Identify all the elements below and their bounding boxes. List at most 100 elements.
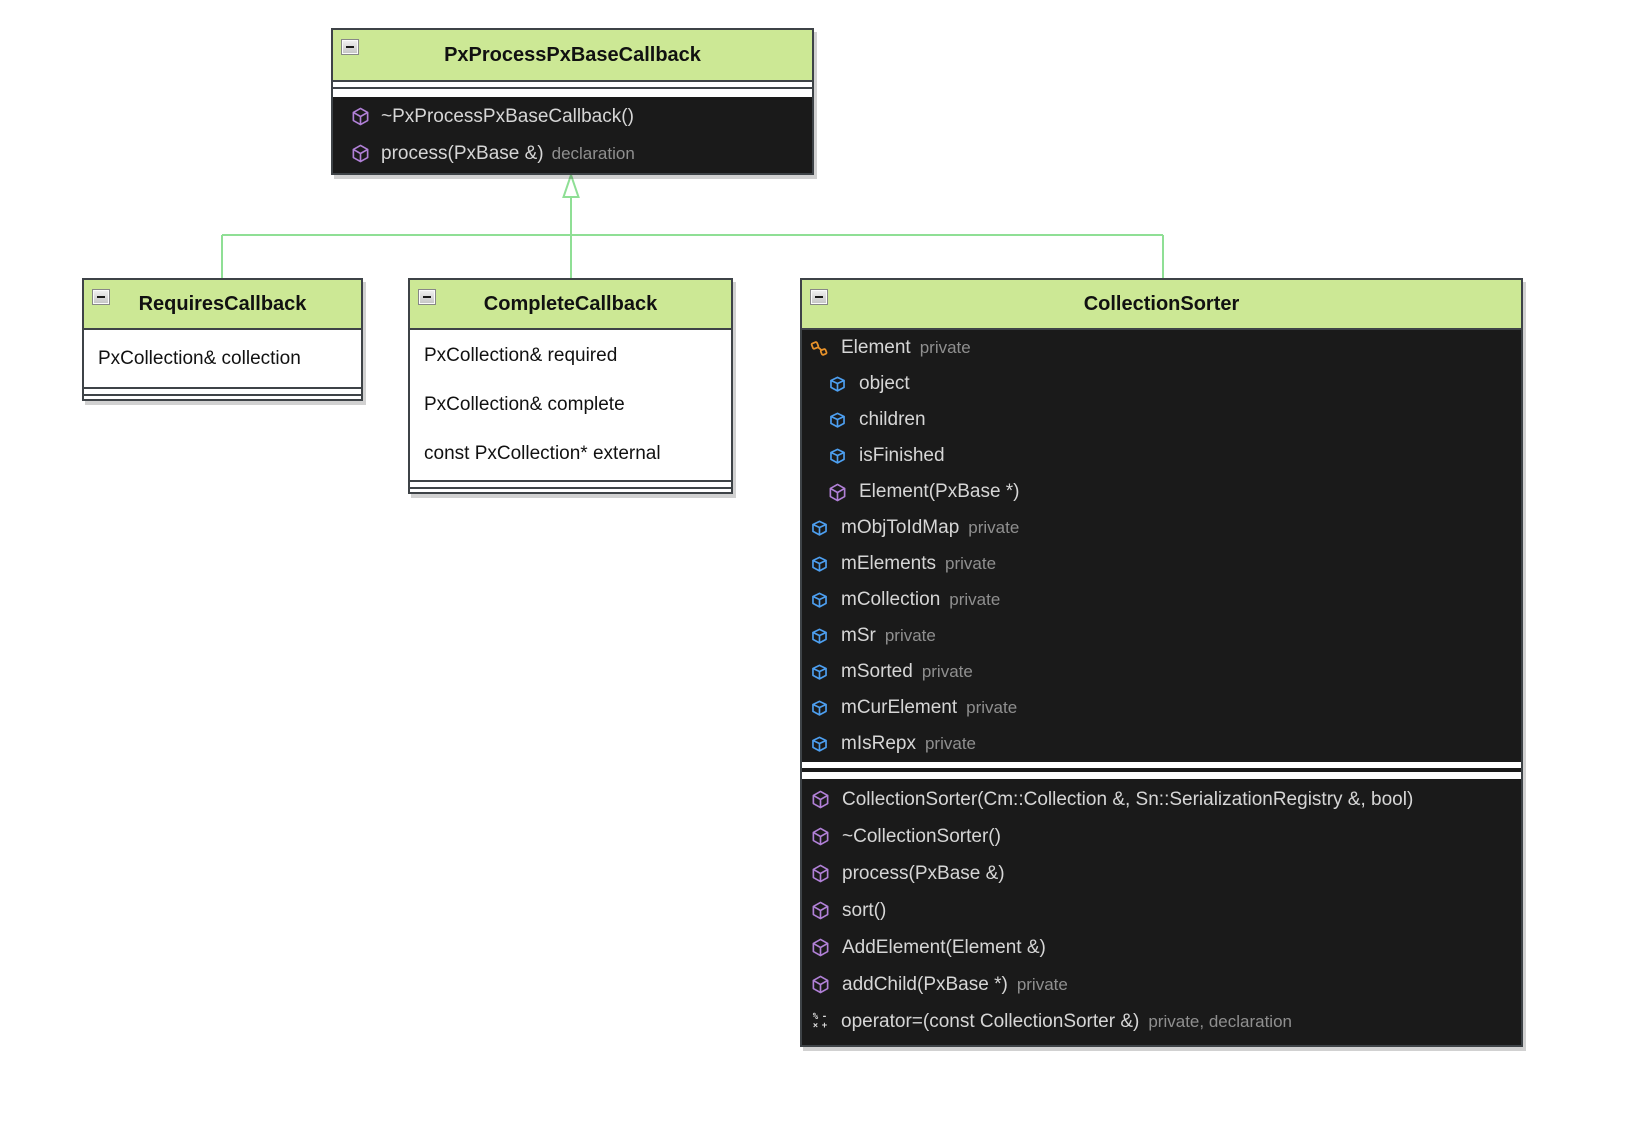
collapse-button[interactable] — [810, 289, 828, 305]
inheritance-arrowhead — [562, 171, 580, 198]
class-collectionsorter-box: CollectionSorter Element private object … — [800, 278, 1523, 1047]
collapse-button[interactable] — [341, 39, 359, 55]
class-icon — [810, 339, 829, 358]
minus-icon — [97, 296, 105, 298]
method-icon — [811, 975, 830, 994]
field-icon — [810, 519, 829, 538]
class-title: CollectionSorter — [1083, 292, 1240, 315]
minus-icon — [423, 296, 431, 298]
member-label: mCurElement — [841, 697, 958, 718]
member-label: AddElement(Element &) — [842, 936, 1046, 958]
method-icon — [811, 901, 830, 920]
field-row[interactable]: mObjToIdMap private — [802, 510, 1521, 546]
modifier-label: private — [1016, 974, 1068, 994]
minus-icon — [346, 46, 354, 48]
member-label: children — [859, 409, 926, 430]
class-title: CompleteCallback — [483, 292, 658, 315]
member-label: mSorted — [841, 661, 913, 682]
field-row[interactable]: mCollection private — [802, 582, 1521, 618]
method-icon — [811, 864, 830, 883]
field-row[interactable]: PxCollection& complete — [410, 380, 731, 429]
operator-row[interactable]: %-×+ operator=(const CollectionSorter &)… — [802, 1003, 1521, 1040]
field-row[interactable]: mSr private — [802, 618, 1521, 654]
class-pxprocesspxbasecallback-box: PxProcessPxBaseCallback ~PxProcessPxBase… — [331, 28, 814, 175]
class-header[interactable]: PxProcessPxBaseCallback — [333, 30, 812, 82]
class-title: RequiresCallback — [138, 292, 307, 315]
member-label: operator=(const CollectionSorter &) — [841, 1010, 1140, 1032]
minus-icon — [815, 296, 823, 298]
field-row[interactable]: object — [802, 366, 1521, 402]
method-row[interactable]: Element(PxBase *) — [802, 474, 1521, 510]
field-row[interactable]: PxCollection& required — [410, 331, 731, 380]
field-row[interactable]: mIsRepx private — [802, 726, 1521, 762]
modifier-label: private — [945, 554, 997, 573]
member-label: mIsRepx — [841, 733, 916, 754]
field-icon — [810, 555, 829, 574]
class-header[interactable]: RequiresCallback — [84, 280, 361, 330]
method-row[interactable]: CollectionSorter(Cm::Collection &, Sn::S… — [802, 781, 1521, 818]
field-row[interactable]: mElements private — [802, 546, 1521, 582]
class-header[interactable]: CompleteCallback — [410, 280, 731, 330]
member-label: mSr — [841, 625, 876, 646]
method-row[interactable]: addChild(PxBase *) private — [802, 966, 1521, 1003]
field-icon — [810, 663, 829, 682]
modifier-label: private, declaration — [1148, 1011, 1292, 1031]
method-row[interactable]: sort() — [802, 892, 1521, 929]
method-row[interactable]: ~CollectionSorter() — [802, 818, 1521, 855]
field-label: PxCollection& required — [424, 344, 618, 366]
member-label: mCollection — [841, 589, 941, 610]
field-row[interactable]: isFinished — [802, 438, 1521, 474]
member-label: mObjToIdMap — [841, 517, 960, 538]
member-label: addChild(PxBase *) — [842, 973, 1008, 995]
collapse-button[interactable] — [92, 289, 110, 305]
modifier-label: private — [968, 518, 1020, 537]
field-row[interactable]: mSorted private — [802, 654, 1521, 690]
member-label: ~CollectionSorter() — [842, 825, 1001, 847]
nested-class-row[interactable]: Element private — [802, 330, 1521, 366]
field-icon — [810, 735, 829, 754]
class-completecallback-box: CompleteCallback PxCollection& required … — [408, 278, 733, 494]
modifier-label: private — [924, 734, 976, 753]
empty-fields-compartment — [333, 82, 812, 97]
modifier-label: private — [966, 698, 1018, 717]
method-icon — [828, 483, 847, 502]
field-label: PxCollection& complete — [424, 393, 625, 415]
member-label: Element — [841, 337, 911, 358]
field-row[interactable]: mCurElement private — [802, 690, 1521, 726]
member-label: sort() — [842, 899, 887, 921]
compartment-separator — [802, 762, 1521, 779]
method-icon — [351, 107, 370, 126]
method-row[interactable]: ~PxProcessPxBaseCallback() — [333, 98, 812, 135]
field-row[interactable]: const PxCollection* external — [410, 429, 731, 478]
modifier-label: private — [949, 590, 1001, 609]
empty-methods-compartment — [410, 480, 731, 492]
field-icon — [828, 411, 847, 430]
method-icon — [811, 938, 830, 957]
field-row[interactable]: PxCollection& collection — [84, 330, 361, 387]
member-label: object — [859, 373, 910, 394]
field-icon — [810, 699, 829, 718]
field-label: const PxCollection* external — [424, 442, 661, 464]
member-label: process(PxBase &) — [381, 142, 544, 164]
field-row[interactable]: children — [802, 402, 1521, 438]
member-label: isFinished — [859, 445, 945, 466]
method-row[interactable]: process(PxBase &) — [802, 855, 1521, 892]
method-row[interactable]: process(PxBase &) declaration — [333, 135, 812, 172]
member-label: Element(PxBase *) — [859, 481, 1020, 502]
field-icon — [810, 591, 829, 610]
modifier-label: private — [919, 338, 971, 357]
field-label: PxCollection& collection — [98, 347, 301, 369]
field-icon — [828, 375, 847, 394]
operator-icon: %-×+ — [812, 1011, 828, 1031]
field-icon — [810, 627, 829, 646]
method-icon — [811, 790, 830, 809]
method-icon — [351, 144, 370, 163]
member-label: mElements — [841, 553, 937, 574]
method-icon — [811, 827, 830, 846]
collapse-button[interactable] — [418, 289, 436, 305]
method-row[interactable]: AddElement(Element &) — [802, 929, 1521, 966]
field-icon — [828, 447, 847, 466]
modifier-label: private — [921, 662, 973, 681]
class-header[interactable]: CollectionSorter — [802, 280, 1521, 330]
